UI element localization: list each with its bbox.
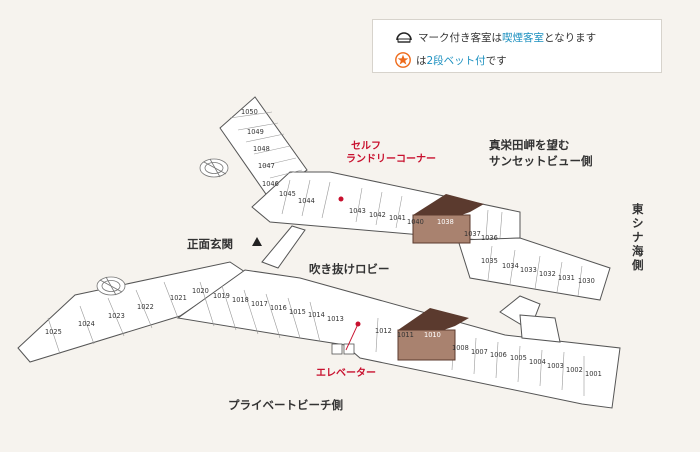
- legend-pet-highlight: 2段ベット付: [426, 54, 486, 67]
- room-1024: 1024: [78, 320, 95, 328]
- room-1043: 1043: [349, 207, 366, 215]
- room-1035: 1035: [481, 257, 498, 265]
- room-1046: 1046: [262, 180, 279, 188]
- room-1003: 1003: [547, 362, 564, 370]
- atrium-label: 吹き抜けロビー: [309, 262, 390, 276]
- room-1023: 1023: [108, 312, 125, 320]
- room-1004: 1004: [529, 358, 546, 366]
- room-1037: 1037: [464, 230, 481, 238]
- legend-box: マーク付き客室は 喫煙客室 となります は 2段ベット付 です: [372, 19, 662, 73]
- room-1044: 1044: [298, 197, 315, 205]
- stair-block: [519, 314, 561, 343]
- room-1007: 1007: [471, 348, 488, 356]
- room-1001: 1001: [585, 370, 602, 378]
- spiral-stair-upper: [199, 158, 229, 178]
- room-1014: 1014: [308, 311, 325, 319]
- room-1032: 1032: [539, 270, 556, 278]
- room-labels-lower: 1025 1024 1023 1022 1021 1020 1019 1018 …: [45, 287, 602, 378]
- room-labels-east: 1035 1034 1033 1032 1031 1030: [481, 257, 595, 285]
- room-1018: 1018: [232, 296, 249, 304]
- room-1049: 1049: [247, 128, 264, 136]
- room-1031: 1031: [558, 274, 575, 282]
- room-1041: 1041: [389, 214, 406, 222]
- connector-left: [261, 225, 306, 269]
- room-1025: 1025: [45, 328, 62, 336]
- room-1021: 1021: [170, 294, 187, 302]
- room-1006: 1006: [490, 351, 507, 359]
- view-label-line2: サンセットビュー側: [489, 154, 593, 168]
- room-1017: 1017: [251, 300, 268, 308]
- laundry-marker-dot: [338, 196, 344, 202]
- legend-pet-row: は 2段ベット付 です: [395, 52, 507, 68]
- legend-smoking-highlight: 喫煙客室: [502, 32, 544, 44]
- legend-smoking-row: マーク付き客室は 喫煙客室 となります: [395, 30, 596, 45]
- view-label-line1: 真栄田岬を望む: [489, 138, 570, 152]
- room-block-1038: [412, 194, 484, 244]
- room-1013: 1013: [327, 315, 344, 323]
- room-1045: 1045: [279, 190, 296, 198]
- wing-east: [457, 237, 611, 301]
- east-china-sea-label: 東シナ海側: [632, 202, 644, 272]
- main-entrance-label: 正面玄関: [187, 237, 233, 251]
- room-1012: 1012: [375, 327, 392, 335]
- room-1016: 1016: [270, 304, 287, 312]
- room-1050: 1050: [241, 108, 258, 116]
- room-1019: 1019: [213, 292, 230, 300]
- room-1020: 1020: [192, 287, 209, 295]
- legend-smoking-prefix: マーク付き客室は: [418, 32, 502, 44]
- orange-star-icon: [395, 52, 411, 68]
- room-1011: 1011: [397, 331, 414, 339]
- laundry-label-line1: セルフ: [351, 141, 381, 152]
- room-1030: 1030: [578, 277, 595, 285]
- wing-upper-diagonal: [219, 96, 308, 198]
- entrance-arrow-icon: [252, 237, 262, 246]
- beach-label: プライベートビーチ側: [228, 398, 343, 412]
- room-1036: 1036: [481, 234, 498, 242]
- smoking-mark-icon: [396, 31, 412, 43]
- room-1034: 1034: [502, 262, 519, 270]
- room-block-1010: [397, 308, 469, 361]
- room-1005: 1005: [510, 354, 527, 362]
- room-1033: 1033: [520, 266, 537, 274]
- elevator-label: エレベーター: [316, 368, 376, 379]
- room-1010: 1010: [424, 331, 441, 339]
- room-1008: 1008: [452, 344, 469, 352]
- elevator-marker-dot: [355, 321, 361, 327]
- room-1038: 1038: [437, 218, 454, 226]
- room-1022: 1022: [137, 303, 154, 311]
- elevator-icon: [331, 343, 355, 355]
- room-1048: 1048: [253, 145, 270, 153]
- room-1042: 1042: [369, 211, 386, 219]
- room-labels-upper: 1050 1049 1048 1047 1046 1045 1044 1043 …: [241, 108, 498, 242]
- room-1040: 1040: [407, 218, 424, 226]
- legend-pet-prefix: は: [416, 54, 427, 67]
- legend-pet-suffix: です: [485, 54, 507, 67]
- laundry-label-line2: ランドリーコーナー: [346, 154, 436, 165]
- spiral-stair-lower: [96, 276, 126, 296]
- room-1047: 1047: [258, 162, 275, 170]
- room-1015: 1015: [289, 308, 306, 316]
- room-1002: 1002: [566, 366, 583, 374]
- legend-smoking-suffix: となります: [544, 32, 597, 44]
